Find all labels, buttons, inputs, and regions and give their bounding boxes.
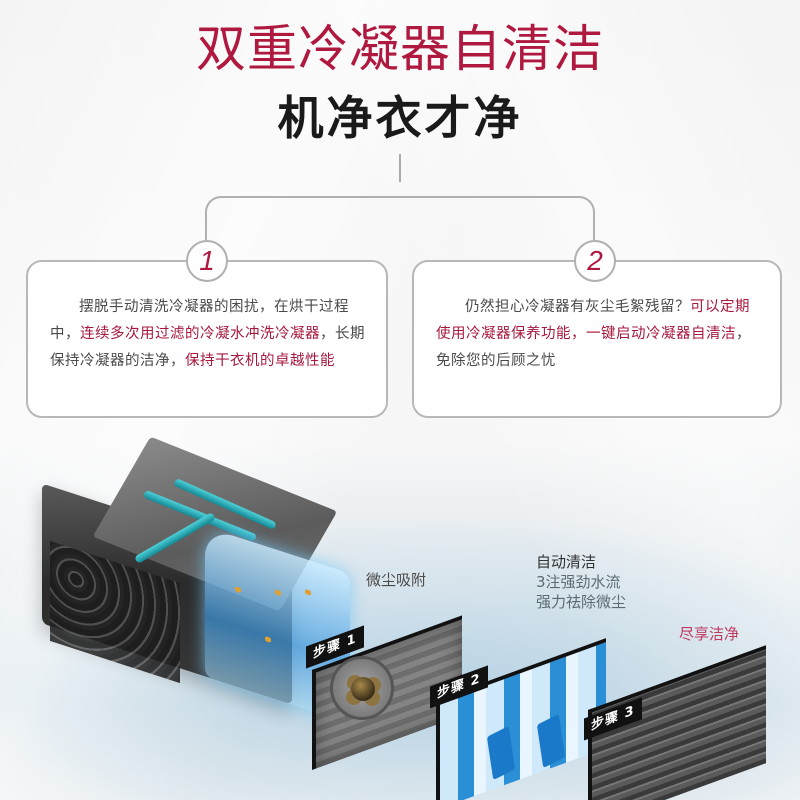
dust-speck xyxy=(305,588,311,596)
dust-speck xyxy=(265,635,271,643)
feature-card-1: 1 摆脱手动清洗冷凝器的困扰，在烘干过程中，连续多次用过滤的冷凝水冲洗冷凝器，长… xyxy=(26,240,388,418)
label-enjoy-clean: 尽享洁净 xyxy=(679,625,740,643)
dust-speck xyxy=(275,589,281,597)
text-segment: ，长期保持冷凝器的洁净， xyxy=(50,326,365,369)
number-badge-2: 2 xyxy=(574,240,616,282)
condenser-illustration: 微尘吸附 自动清洁 3注强劲水流 强力祛除微尘 尽享洁净 步骤 1 步骤 2 步… xyxy=(0,436,800,800)
text-segment: 摆脱手动清洗冷凝器的困扰，在烘干过程中， xyxy=(50,299,349,342)
feature-text-1: 摆脱手动清洗冷凝器的困扰，在烘干过程中，连续多次用过滤的冷凝水冲洗冷凝器，长期保… xyxy=(50,294,370,375)
label-auto-line2: 强力祛除微尘 xyxy=(536,593,627,611)
connector-bracket xyxy=(205,196,595,240)
text-segment: 仍然担心冷凝器有灰尘毛絮残留？ xyxy=(465,299,690,315)
page-title: 双重冷凝器自清洁 xyxy=(196,20,604,78)
feature-card-2: 2 仍然担心冷凝器有灰尘毛絮残留？可以定期使用冷凝器保养功能，一键启动冷凝器自清… xyxy=(412,240,782,418)
highlight-segment: 连续多次用过滤的冷凝水冲洗冷凝器 xyxy=(80,326,320,342)
dust-particle-icon xyxy=(351,677,375,701)
page-subtitle: 机净衣才净 xyxy=(277,91,523,145)
feature-text-2: 仍然担心冷凝器有灰尘毛絮残留？可以定期使用冷凝器保养功能，一键启动冷凝器自清洁，… xyxy=(436,294,764,375)
number-badge-1: 1 xyxy=(186,240,228,282)
magnifier-icon xyxy=(330,656,394,720)
label-auto-clean: 自动清洁 3注强劲水流 强力祛除微尘 xyxy=(536,552,626,612)
label-auto-line1: 3注强劲水流 xyxy=(536,573,621,591)
label-auto-title: 自动清洁 xyxy=(536,553,597,571)
highlight-segment: 可以定期使用冷凝器保养功能，一键启动冷凝器自清洁 xyxy=(436,299,750,342)
highlight-segment: 保持干衣机的卓越性能 xyxy=(185,353,335,369)
condenser-unit-image xyxy=(30,436,350,724)
text-segment: ，免除您的后顾之忧 xyxy=(436,326,751,369)
label-dust-adsorption: 微尘吸附 xyxy=(366,571,427,589)
dust-speck xyxy=(235,586,241,594)
connector-vertical xyxy=(399,154,401,182)
